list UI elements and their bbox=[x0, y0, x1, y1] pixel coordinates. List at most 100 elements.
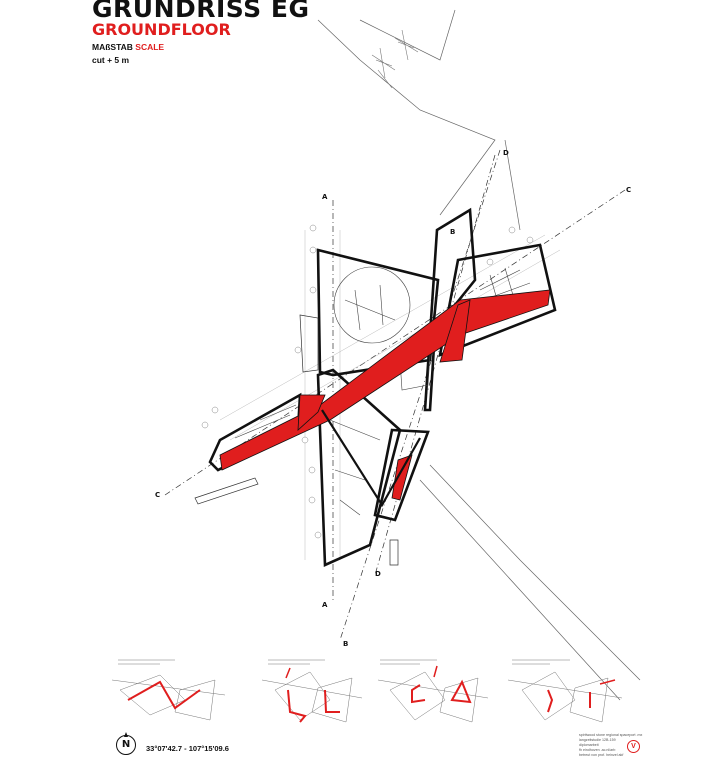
sheet-title: GRUNDRISS EG bbox=[92, 0, 310, 23]
grid-bubble bbox=[309, 246, 317, 254]
thumb-outline bbox=[274, 671, 331, 721]
grid-bubble bbox=[308, 496, 316, 504]
thumb-red-arrow bbox=[433, 665, 438, 678]
interior-partition bbox=[234, 414, 291, 439]
section-line-d bbox=[374, 154, 496, 576]
aircraft-icon bbox=[371, 47, 396, 79]
north-arrow-icon: N bbox=[116, 732, 136, 755]
west-red-corner bbox=[297, 394, 326, 431]
section-line-b bbox=[339, 149, 501, 641]
hall-south bbox=[316, 368, 402, 567]
scale-label: MAßSTAB SCALE bbox=[92, 42, 164, 52]
runway-line bbox=[419, 479, 621, 701]
turntable-circle bbox=[333, 266, 411, 344]
thumb-outline bbox=[439, 677, 479, 723]
thumb-outline bbox=[569, 677, 609, 723]
title-block-line: langzeitstudie 12B-159 bbox=[579, 738, 616, 742]
diagonal-walls bbox=[321, 409, 421, 508]
grid-bubble bbox=[211, 406, 219, 414]
section-markers: A A B B C C D D bbox=[155, 149, 631, 648]
thumb-red-arrow bbox=[599, 679, 616, 685]
runway-marker bbox=[194, 477, 259, 505]
section-lines bbox=[164, 149, 626, 641]
scale-label-en: SCALE bbox=[135, 42, 165, 52]
grid-bubbles bbox=[201, 224, 534, 539]
north-arrow-tip bbox=[124, 732, 128, 737]
ramp-element bbox=[389, 539, 399, 566]
thumb-red-path bbox=[450, 679, 472, 704]
section-marker-d-bottom: D bbox=[375, 570, 381, 578]
site-boundary-line bbox=[359, 9, 456, 61]
grid-bubble bbox=[309, 286, 317, 294]
aircraft-sketches-top bbox=[371, 29, 419, 89]
section-marker-d-top: D bbox=[503, 149, 509, 157]
red-circulation-band bbox=[219, 289, 551, 501]
stair-core bbox=[299, 314, 319, 373]
grid-bubble bbox=[201, 421, 209, 429]
thumb-red-path bbox=[287, 689, 307, 723]
grid-bubble bbox=[526, 236, 534, 244]
section-marker-a-top: A bbox=[322, 193, 328, 201]
thumb-runway bbox=[507, 679, 623, 699]
thumb-runway bbox=[377, 679, 489, 699]
aircraft-icon bbox=[477, 267, 531, 311]
title-block-line: diplomarbeit bbox=[579, 743, 599, 747]
tower-red-cut bbox=[439, 299, 471, 363]
building-walls bbox=[208, 207, 557, 567]
phase-diagram-2 bbox=[261, 659, 363, 723]
section-marker-b-bottom: B bbox=[343, 640, 348, 648]
section-marker-a-bottom: A bbox=[322, 601, 328, 609]
north-label: N bbox=[121, 739, 131, 750]
title-block-line: spiritwood stone regional spaceport .mx bbox=[579, 733, 643, 737]
grid-bubble bbox=[309, 224, 317, 232]
thumb-runway bbox=[111, 679, 226, 696]
thumb-red-path bbox=[127, 680, 201, 710]
thumb-red-path bbox=[324, 689, 340, 713]
grid-line bbox=[219, 234, 546, 421]
thumb-red-arrow bbox=[285, 667, 291, 679]
grid-bubble bbox=[314, 531, 322, 539]
thumb-outline bbox=[311, 677, 353, 723]
phase-diagram-1 bbox=[111, 659, 226, 721]
site-coordinates: 33°07'42.7 - 107°15'09.6 bbox=[146, 744, 229, 753]
thumb-outline bbox=[174, 679, 216, 721]
grid-bubble bbox=[308, 466, 316, 474]
section-marker-b-top: B bbox=[450, 228, 455, 236]
site-context-lines bbox=[317, 9, 641, 701]
site-boundary-line bbox=[504, 139, 521, 231]
section-marker-c-left: C bbox=[155, 491, 160, 499]
site-boundary-line bbox=[317, 19, 496, 216]
grid-bubble bbox=[508, 226, 516, 234]
wing-southeast bbox=[373, 428, 430, 522]
aircraft-icon bbox=[344, 284, 396, 331]
section-marker-c-right: C bbox=[626, 186, 631, 194]
grid-line bbox=[229, 249, 561, 441]
cut-height-label: cut + 5 m bbox=[92, 55, 130, 65]
thumb-outline bbox=[521, 671, 576, 721]
phase-diagram-3 bbox=[377, 659, 489, 723]
south-red-wedge bbox=[391, 454, 413, 501]
interior-partition bbox=[259, 404, 297, 421]
structural-grid bbox=[219, 230, 561, 560]
aircraft-icon bbox=[394, 29, 419, 61]
grid-bubble bbox=[486, 258, 494, 266]
aircraft-icon bbox=[377, 69, 393, 89]
v-shaped-wall bbox=[321, 409, 421, 508]
sheet-subtitle: GROUNDFLOOR bbox=[92, 20, 231, 39]
thumb-red-path bbox=[411, 684, 426, 704]
thumb-outline bbox=[389, 671, 446, 721]
grid-bubble bbox=[301, 436, 309, 444]
thumb-red-path bbox=[547, 689, 554, 713]
detached-elements bbox=[194, 314, 399, 566]
title-block-logo: V bbox=[627, 740, 640, 753]
phase-diagram-4 bbox=[507, 659, 623, 723]
scale-label-de: MAßSTAB bbox=[92, 42, 133, 52]
title-block-text: spiritwood stone regional spaceport .mx … bbox=[579, 733, 649, 758]
title-block-line: betreut von prof. heinzel akf bbox=[579, 753, 624, 757]
thumb-runway bbox=[261, 679, 363, 699]
interior-partition bbox=[329, 419, 381, 516]
title-block-line: fh eindhoven .ac.nl/arb bbox=[579, 748, 616, 752]
main-axis-band bbox=[219, 289, 551, 471]
